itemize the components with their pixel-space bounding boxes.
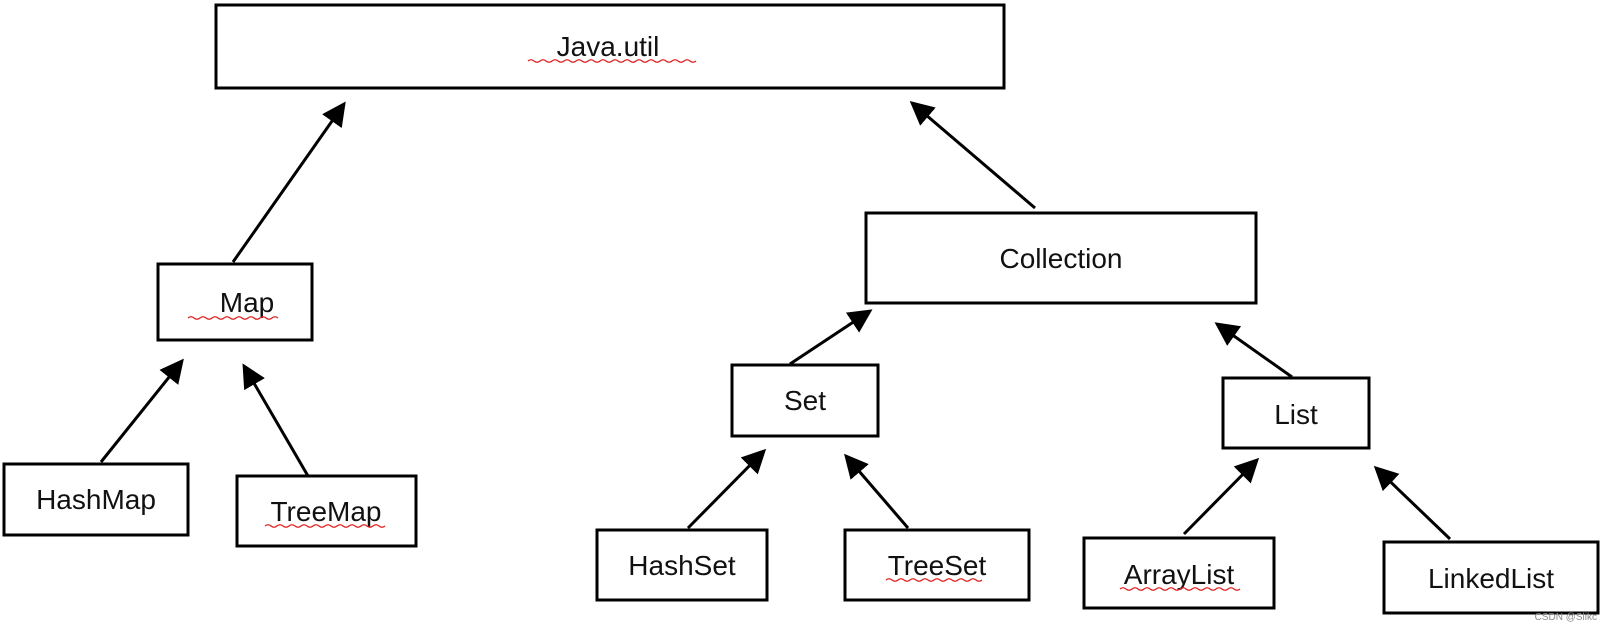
node-collection: Collection (864, 211, 1258, 305)
edges (99, 101, 1452, 541)
node-treeset-box (843, 528, 1031, 602)
node-treeset: TreeSet (843, 528, 1031, 602)
node-set: Set (730, 363, 880, 438)
node-treeset-label: TreeSet (888, 550, 987, 581)
node-arraylist-box (1082, 536, 1276, 610)
node-list-label: List (1274, 399, 1318, 430)
node-treemap-label: TreeMap (270, 496, 381, 527)
node-java-util-label: Java.util (557, 31, 660, 62)
edge-treeset-to-set (844, 453, 910, 529)
node-list-box (1221, 376, 1371, 450)
node-treemap-box (235, 474, 418, 548)
node-collection-label: Collection (1000, 243, 1123, 274)
edge-treemap-to-map (242, 363, 310, 477)
node-java-util-box (214, 3, 1006, 90)
node-arraylist: ArrayList (1082, 536, 1276, 610)
spellcheck-underline (527, 59, 697, 63)
node-linkedlist-label: LinkedList (1428, 563, 1554, 594)
edge-arraylist-to-list (1182, 457, 1260, 536)
node-java-util: Java.util (214, 3, 1006, 90)
spellcheck-underline (885, 578, 983, 582)
node-set-box (730, 363, 880, 438)
node-map-box (156, 262, 314, 342)
node-treemap: TreeMap (235, 474, 418, 548)
node-hashmap-label: HashMap (36, 484, 156, 515)
node-map: Map (156, 262, 314, 342)
spellcheck-underline (264, 524, 386, 528)
spellcheck-underline (1119, 587, 1241, 591)
edge-hashmap-to-map (99, 358, 184, 463)
node-linkedlist: LinkedList (1382, 540, 1600, 615)
node-map-label: Map (220, 287, 274, 318)
node-hashset: HashSet (595, 528, 769, 602)
edge-hashset-to-set (686, 448, 767, 530)
node-set-label: Set (784, 385, 826, 416)
edge-linkedlist-to-list (1373, 465, 1452, 541)
spellcheck-underline (187, 316, 279, 320)
node-linkedlist-box (1382, 540, 1600, 615)
node-hashmap-box (2, 462, 190, 537)
edge-collection-to-java-util (909, 101, 1036, 210)
node-collection-box (864, 211, 1258, 305)
node-arraylist-label: ArrayList (1124, 559, 1235, 590)
node-hashset-box (595, 528, 769, 602)
watermark-text: CSDN @Slikc (1535, 612, 1597, 623)
edge-map-to-java-util (231, 101, 346, 263)
node-hashset-label: HashSet (628, 550, 736, 581)
node-list: List (1221, 376, 1371, 450)
node-hashmap: HashMap (2, 462, 190, 537)
edge-set-to-collection (789, 309, 873, 366)
edge-list-to-collection (1214, 322, 1293, 379)
